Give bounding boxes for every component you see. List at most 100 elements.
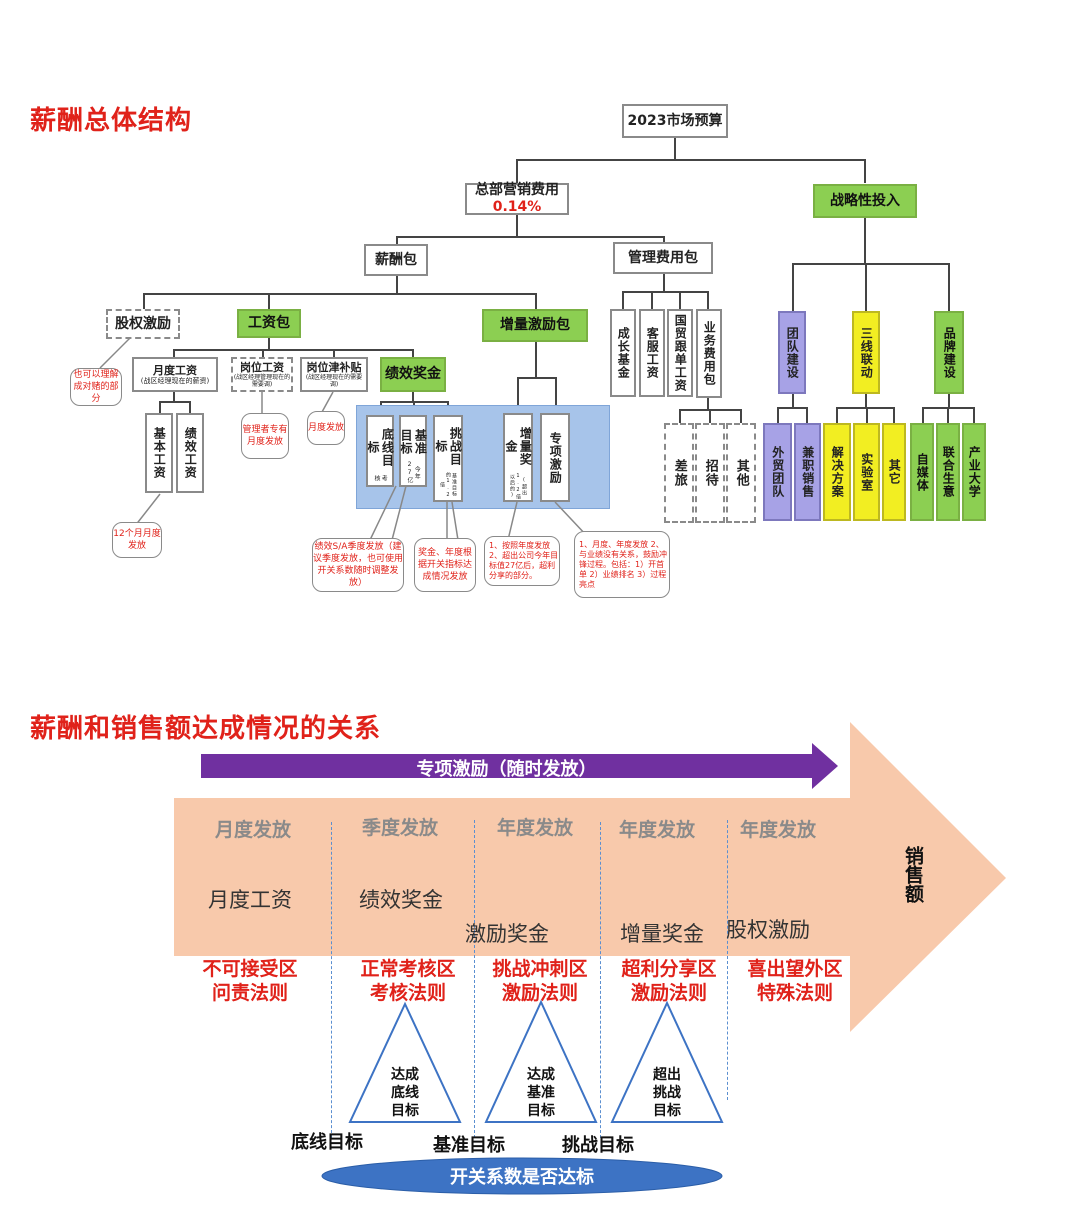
bottom-target-sub: 考核 bbox=[373, 475, 388, 483]
other-label: 其他 bbox=[733, 459, 749, 487]
triangle-bottom-l3: 目标 bbox=[391, 1103, 419, 1119]
item-incentive-bonus: 激励奖金 bbox=[465, 922, 549, 946]
incremental-package-box: 增量激励包 bbox=[482, 309, 588, 342]
wage-package-label: 工资包 bbox=[248, 315, 290, 332]
triangle-challenge-l1: 超出 bbox=[653, 1067, 681, 1083]
monthly-wage-box: 月度工资 (战区经理现在的薪资) bbox=[132, 357, 218, 392]
basic-salary-label: 基本工资 bbox=[152, 427, 167, 479]
standard-target-label: 基准目标 bbox=[399, 428, 428, 455]
zone-unacceptable-title: 不可接受区 bbox=[202, 958, 298, 980]
strategic-label: 战略性投入 bbox=[830, 192, 900, 209]
hq-marketing-pct: 0.14% bbox=[492, 199, 542, 215]
team-build-label: 团队建设 bbox=[785, 326, 800, 379]
cs-wage-box: 客服工资 bbox=[639, 309, 665, 397]
stage-label-1: 月度发放 bbox=[215, 819, 292, 841]
zone-beyond-title: 喜出望外区 bbox=[747, 958, 843, 980]
stage-label-4: 年度发放 bbox=[619, 819, 696, 841]
post-allowance-box: 岗位津补贴 (战区经理现在的需要调) bbox=[300, 357, 368, 392]
label-challenge-target: 挑战目标 bbox=[562, 1135, 634, 1156]
label-bottom-target: 底线目标 bbox=[291, 1132, 363, 1153]
stage-label-5: 年度发放 bbox=[740, 819, 817, 841]
monthly-wage-label: 月度工资 bbox=[153, 363, 197, 377]
alliance-label: 联合生意 bbox=[941, 446, 956, 498]
item-equity: 股权激励 bbox=[726, 918, 810, 942]
section1-title: 薪酬总体结构 bbox=[30, 106, 193, 136]
standard-target-sub: 今年27亿 bbox=[406, 461, 421, 485]
incremental-package-label: 增量激励包 bbox=[500, 317, 570, 334]
note-special-text: 1、月度、年度发放 2、与业绩没有关系，鼓励冲锋过程。包括：1）开首单 2）业绩… bbox=[579, 539, 667, 589]
post-allowance-label: 岗位津补贴 bbox=[306, 360, 362, 374]
univ-label: 产业大学 bbox=[967, 446, 982, 498]
triangle-bottom-l1: 达成 bbox=[391, 1067, 419, 1083]
solution-box: 解决方案 bbox=[823, 423, 851, 521]
pay-package-label: 薪酬包 bbox=[375, 251, 417, 268]
zone-challenge-title: 挑战冲刺区 bbox=[492, 958, 588, 980]
incr-bonus-label: 增量奖金 bbox=[504, 427, 533, 467]
switch-coefficient-label: 开关系数是否达标 bbox=[450, 1167, 594, 1188]
stage-label-3: 年度发放 bbox=[497, 817, 574, 839]
special-incentive-box: 专项激励 bbox=[540, 413, 570, 502]
note-incremental-text: 1、按照年度发放 2、超出公司今年目标值27亿后，超利分享的部分。 bbox=[489, 541, 559, 580]
brand-build-label: 品牌建设 bbox=[942, 326, 957, 379]
entertain-box: 招待 bbox=[695, 423, 725, 523]
post-wage-box: 岗位工资 (战区经理管理现在的需要调) bbox=[231, 357, 293, 392]
challenge-target-sub: 基准目标的1.2倍 bbox=[439, 471, 457, 499]
sales-axis-label: 销售额 bbox=[902, 846, 926, 908]
note-equity-text: 也可以理解成对赌的部分 bbox=[73, 370, 119, 404]
strategic-box: 战略性投入 bbox=[813, 184, 917, 218]
sales-axis-label-text: 销售额 bbox=[902, 846, 924, 903]
self-media-box: 自媒体 bbox=[910, 423, 934, 521]
label-standard-target: 基准目标 bbox=[433, 1135, 505, 1156]
divider-1 bbox=[331, 822, 332, 1138]
note-post-wage: 管理者专有月度发放 bbox=[241, 413, 289, 459]
basic-salary-box: 基本工资 bbox=[145, 413, 173, 493]
trade-wage-label: 国贸跟单工资 bbox=[673, 314, 688, 392]
triangle-challenge-text: 超出 挑战 目标 bbox=[642, 1066, 692, 1120]
divider-3 bbox=[600, 822, 601, 1138]
univ-box: 产业大学 bbox=[962, 423, 986, 521]
zone-unacceptable-rule: 问责法则 bbox=[211, 982, 288, 1004]
zone-unacceptable: 不可接受区 问责法则 bbox=[190, 957, 310, 1005]
note-12-months: 12个月月度发放 bbox=[112, 522, 162, 558]
zone-beyond: 喜出望外区 特殊法则 bbox=[735, 957, 855, 1005]
equity-incentive-label: 股权激励 bbox=[115, 315, 171, 332]
other-box: 其他 bbox=[726, 423, 756, 523]
growth-fund-box: 成长基金 bbox=[610, 309, 636, 397]
perf-bonus-box: 绩效奖金 bbox=[380, 357, 446, 392]
triangle-standard-text: 达成 基准 目标 bbox=[516, 1066, 566, 1120]
item-incremental-bonus: 增量奖金 bbox=[620, 922, 704, 946]
team-build-box: 团队建设 bbox=[778, 311, 806, 394]
post-allowance-sub: (战区经理现在的需要调) bbox=[305, 373, 363, 389]
perf-salary-box: 绩效工资 bbox=[176, 413, 204, 493]
triangle-standard-l1: 达成 bbox=[527, 1067, 555, 1083]
section2-title: 薪酬和销售额达成情况的关系 bbox=[30, 714, 382, 744]
bottom-target-box: 底线目标 考核 bbox=[366, 415, 394, 487]
growth-fund-label: 成长基金 bbox=[616, 327, 631, 379]
root-budget-box: 2023市场预算 bbox=[622, 104, 728, 138]
part-sales-label: 兼职销售 bbox=[800, 446, 815, 498]
mgmt-package-box: 管理费用包 bbox=[613, 242, 713, 274]
entertain-label: 招待 bbox=[702, 459, 718, 487]
solution-label: 解决方案 bbox=[830, 446, 845, 498]
note-bonus-annual-text: 奖金、年度根据开关指标达成情况发放 bbox=[417, 548, 472, 582]
note-perf-bonus: 绩效S/A季度发放（建议季度发放，也可使用开关系数随时调整发放） bbox=[312, 538, 404, 592]
zone-normal-rule: 考核法则 bbox=[369, 982, 446, 1004]
triangle-challenge-l2: 挑战 bbox=[653, 1085, 681, 1101]
monthly-wage-sub: (战区经理现在的薪资) bbox=[140, 376, 210, 385]
note-bonus-annual: 奖金、年度根据开关指标达成情况发放 bbox=[414, 538, 476, 592]
divider-4 bbox=[727, 820, 728, 1100]
incr-bonus-box: 增量奖金 (超出1.2倍以后的) bbox=[503, 413, 533, 502]
hq-marketing-box: 总部营销费用 0.14% bbox=[465, 182, 569, 215]
travel-label: 差旅 bbox=[671, 459, 687, 487]
challenge-target-label: 挑战目标 bbox=[434, 427, 463, 467]
trade-wage-box: 国贸跟单工资 bbox=[667, 309, 693, 397]
post-wage-label: 岗位工资 bbox=[240, 360, 284, 374]
triangle-bottom-l2: 底线 bbox=[391, 1085, 419, 1101]
pay-package-box: 薪酬包 bbox=[364, 244, 428, 276]
item-monthly-wage: 月度工资 bbox=[208, 888, 292, 912]
incr-bonus-sub: (超出1.2倍以后的) bbox=[509, 472, 527, 500]
stage-label-2: 季度发放 bbox=[362, 817, 439, 839]
lab-label: 实验室 bbox=[859, 452, 874, 492]
self-media-label: 自媒体 bbox=[915, 452, 930, 492]
alliance-box: 联合生意 bbox=[936, 423, 960, 521]
